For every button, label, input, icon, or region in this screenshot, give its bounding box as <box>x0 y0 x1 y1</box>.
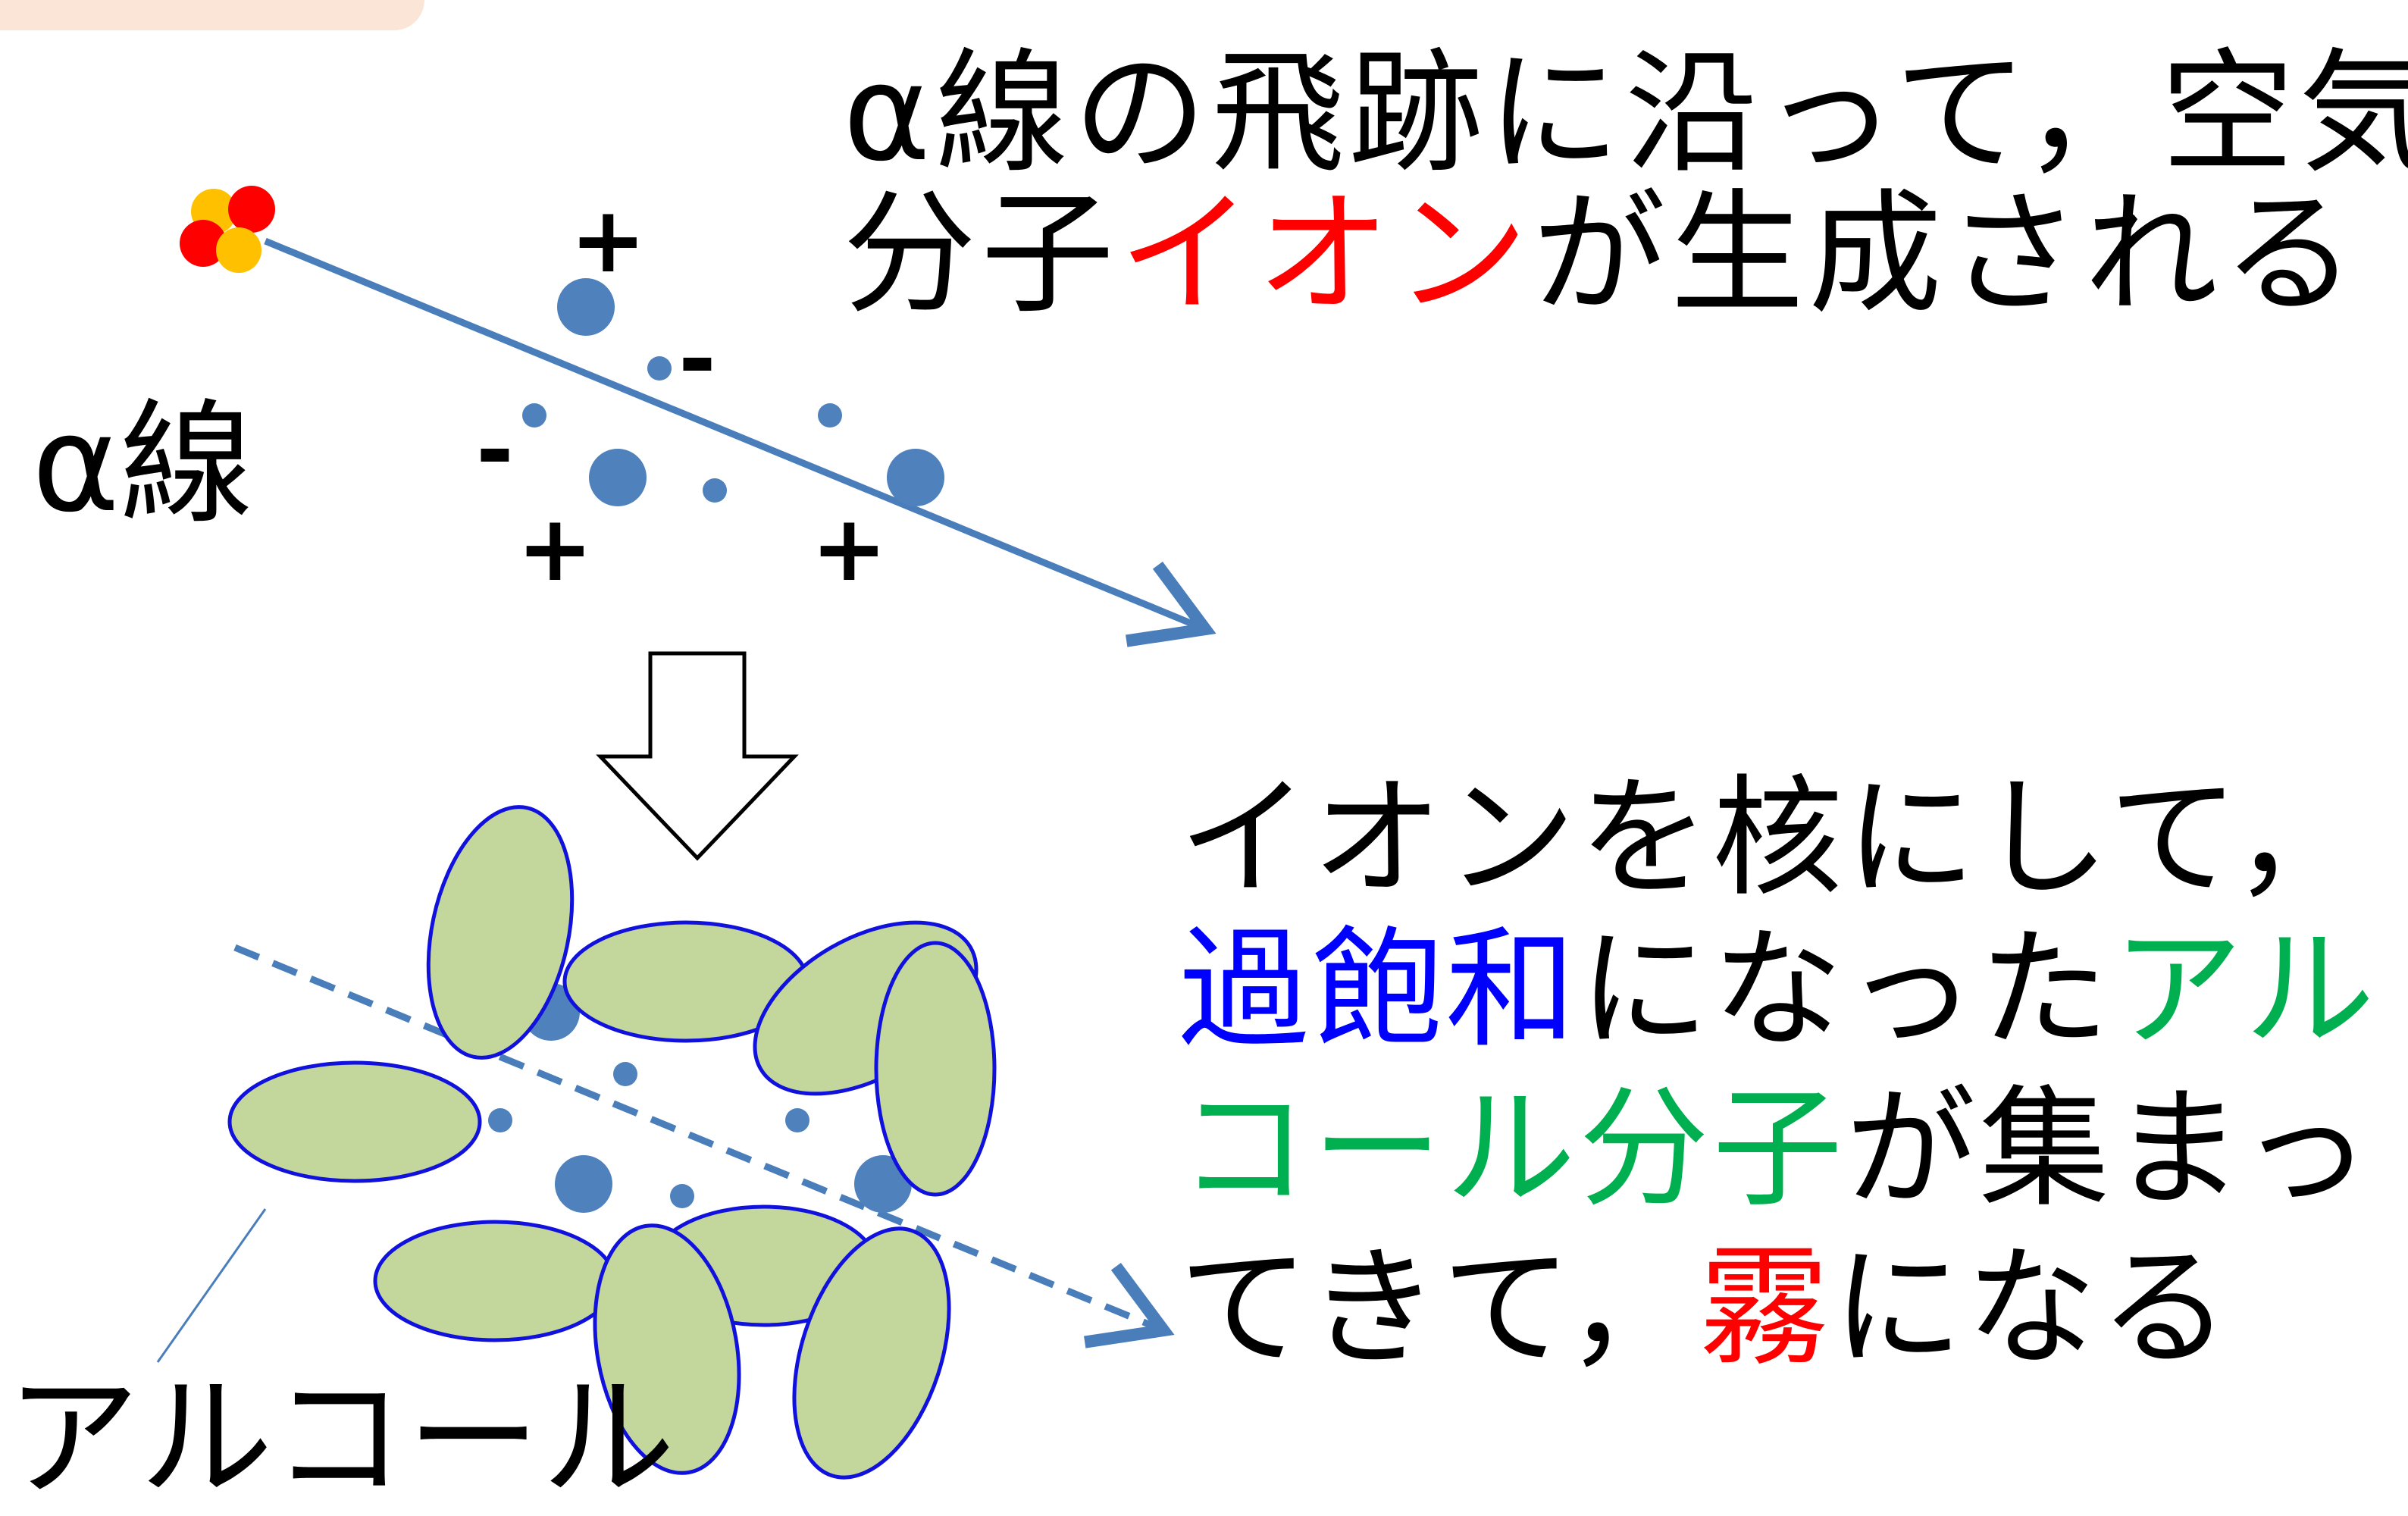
ion <box>854 1155 912 1213</box>
ion <box>555 1155 612 1213</box>
alcohol-label: アルコール <box>6 1361 677 1516</box>
text-come: てきて， <box>1179 1232 1699 1384</box>
bottom-text-line1: イオンを核にして， <box>1179 762 2366 914</box>
alpha-track-arrow <box>264 237 1217 647</box>
bottom-text-line2: 過飽和になったアル <box>1179 925 2378 1055</box>
ion <box>589 449 647 506</box>
text-fog: 霧 <box>1699 1232 1833 1384</box>
alcohol-molecule <box>227 1060 482 1183</box>
top-text-line1: α線の飛跡に沿って，空気 <box>843 36 2408 191</box>
ion <box>818 403 842 428</box>
plus-sign: + <box>570 188 647 293</box>
ion <box>557 278 615 336</box>
top-text-ion: イオン <box>1119 177 1533 332</box>
alpha-ray-label: α線 <box>32 387 254 542</box>
ion <box>613 1062 637 1086</box>
ions-top <box>522 278 944 506</box>
top-text-molecule: 分子 <box>843 177 1119 332</box>
ion <box>785 1108 809 1132</box>
plus-sign: + <box>811 496 888 602</box>
alpha-particle-icon <box>180 186 275 273</box>
dashed-track-arrow <box>233 944 1175 1348</box>
alcohol-molecule <box>373 1220 617 1342</box>
plus-sign: + <box>517 496 593 602</box>
alcohol-molecule <box>593 1223 741 1475</box>
bottom-text-line4: てきて，霧になる <box>1179 1243 2233 1373</box>
text-alcohol-part1: アル <box>2112 913 2378 1066</box>
alcohol-molecule <box>792 1226 951 1480</box>
text-became: になった <box>1579 913 2112 1066</box>
alcohol-molecule <box>426 805 575 1060</box>
alcohol-molecules <box>227 805 997 1480</box>
alcohol-leader-line <box>156 1208 267 1363</box>
text-alcohol-part2: コール分子 <box>1179 1073 1846 1225</box>
text-supersaturated: 過飽和 <box>1179 913 1579 1066</box>
top-text-generated: が生成される <box>1533 177 2361 332</box>
ion <box>522 403 546 428</box>
corner-tab <box>0 0 424 30</box>
text-gather: が集まっ <box>1846 1073 2375 1225</box>
text-become: になる <box>1832 1232 2233 1384</box>
ion <box>887 449 944 506</box>
minus-sign: - <box>678 307 716 412</box>
ion <box>647 356 672 381</box>
alcohol-molecule <box>874 941 997 1197</box>
bottom-text-line3: コール分子が集まっ <box>1179 1084 2374 1214</box>
ion <box>703 478 727 503</box>
down-arrow-icon <box>596 651 799 861</box>
ion <box>488 1108 512 1132</box>
ion <box>670 1184 694 1208</box>
minus-sign: - <box>476 398 514 503</box>
top-text-line2: 分子イオンが生成される <box>843 188 2360 321</box>
ions-bottom <box>488 983 912 1213</box>
